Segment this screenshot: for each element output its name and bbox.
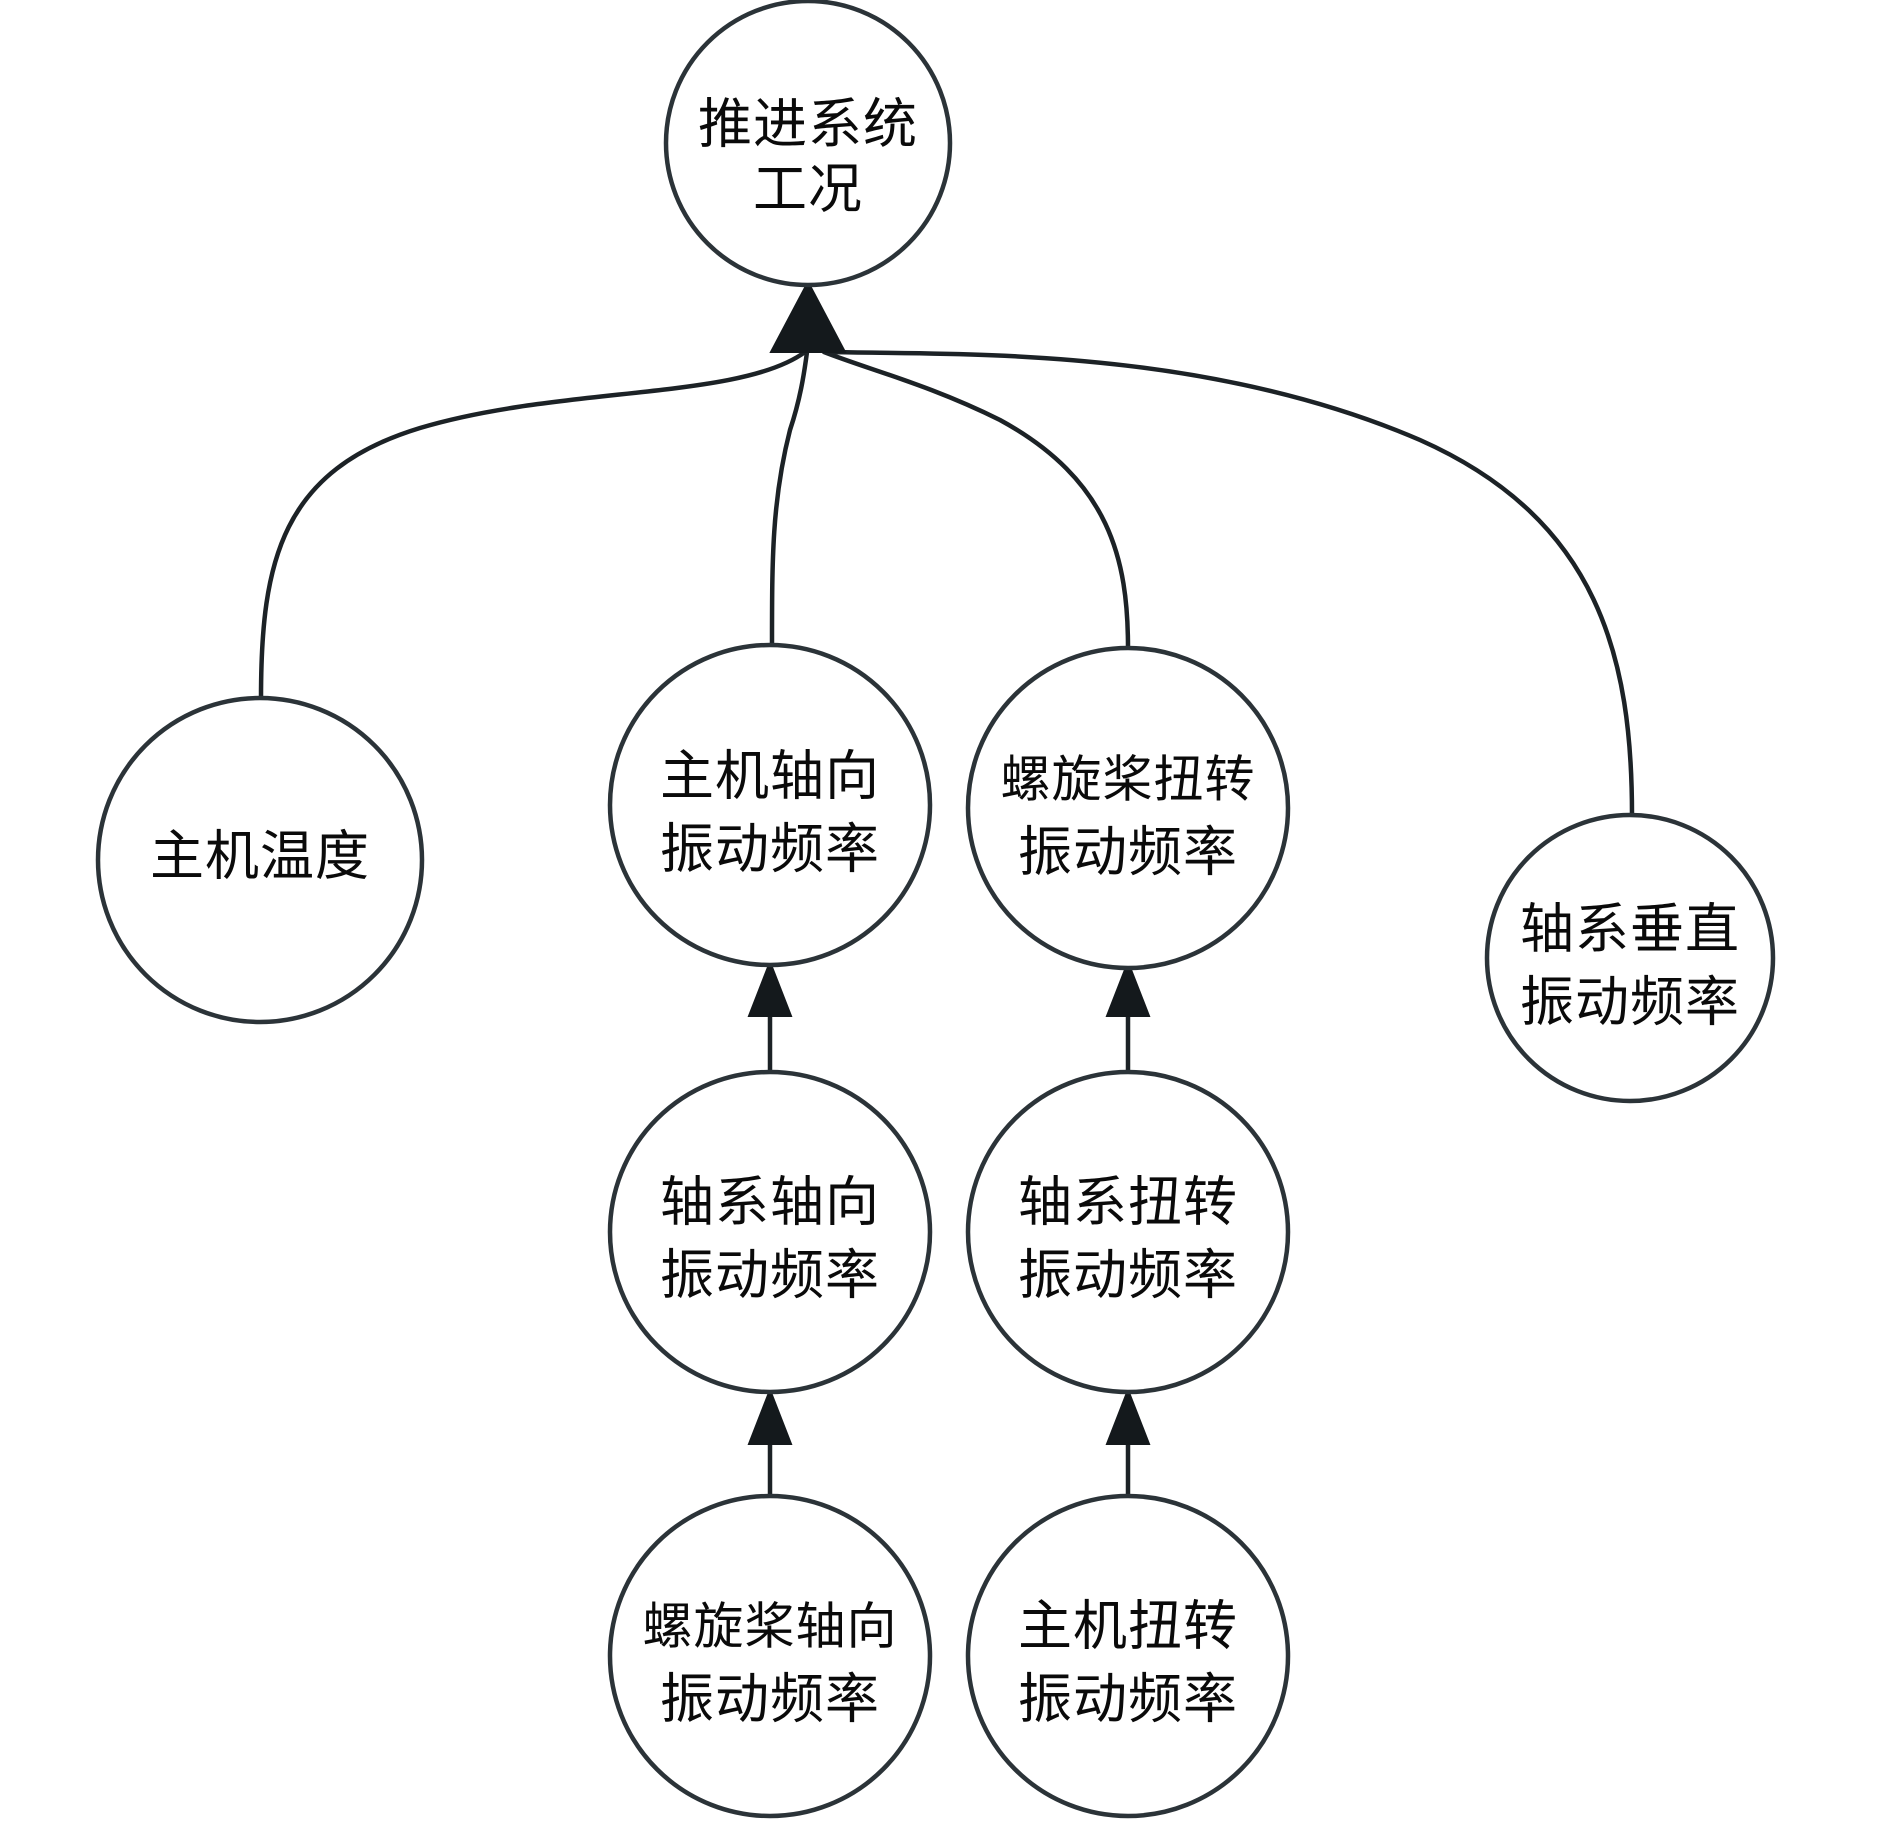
- node-shafting-torsional-vibration-frequency[interactable]: 轴系扭转 振动频率: [965, 1069, 1291, 1395]
- node-shafting-axial-vibration-frequency-circle[interactable]: [607, 1069, 933, 1395]
- node-shafting-axial-vibration-frequency-label-line2: 振动频率: [660, 1245, 880, 1305]
- node-main-engine-torsional-vibration-frequency-label-line2: 振动频率: [1018, 1669, 1238, 1729]
- node-propeller-axial-vibration-frequency-label-line1: 螺旋桨轴向: [643, 1598, 898, 1654]
- node-shafting-axial-vibration-frequency-label-line1: 轴系轴向: [660, 1172, 880, 1232]
- node-main-engine-temperature[interactable]: 主机温度: [95, 695, 425, 1025]
- arrowhead-shafting-axial: [747, 1387, 793, 1445]
- node-propeller-torsional-vibration-frequency-circle[interactable]: [965, 645, 1291, 971]
- node-root-circle[interactable]: [663, 0, 953, 288]
- node-main-engine-temperature-circle[interactable]: [95, 695, 425, 1025]
- edge-propeller-torsional-to-root: [821, 349, 1131, 651]
- node-main-engine-torsional-vibration-frequency-label-line1: 主机扭转: [1018, 1596, 1238, 1656]
- node-main-engine-axial-vibration-frequency[interactable]: 主机轴向 振动频率: [607, 642, 933, 968]
- node-main-engine-torsional-vibration-frequency[interactable]: 主机扭转 振动频率: [965, 1493, 1291, 1819]
- node-propeller-torsional-vibration-frequency-label-line2: 振动频率: [1018, 822, 1238, 882]
- node-main-engine-temperature-label: 主机温度: [150, 826, 370, 886]
- node-propeller-axial-vibration-frequency-label-line2: 振动频率: [660, 1669, 880, 1729]
- node-main-engine-axial-vibration-frequency-circle[interactable]: [607, 642, 933, 968]
- node-layer: 推进系统 工况 主机温度 主机轴向 振动频率 螺旋桨扭转 振动频率: [95, 0, 1776, 1819]
- node-shafting-vertical-vibration-frequency-label-line1: 轴系垂直: [1520, 899, 1740, 959]
- node-main-engine-axial-vibration-frequency-label-line1: 主机轴向: [660, 746, 880, 806]
- node-shafting-torsional-vibration-frequency-circle[interactable]: [965, 1069, 1291, 1395]
- node-propeller-torsional-vibration-frequency[interactable]: 螺旋桨扭转 振动频率: [965, 645, 1291, 971]
- arrowhead-shafting-torsional: [1105, 1387, 1151, 1445]
- node-main-engine-axial-vibration-frequency-label-line2: 振动频率: [660, 819, 880, 879]
- node-root-label-line1: 推进系统: [698, 94, 918, 154]
- arrowhead-main-engine-axial: [747, 959, 793, 1017]
- node-main-engine-torsional-vibration-frequency-circle[interactable]: [965, 1493, 1291, 1819]
- node-propeller-axial-vibration-frequency-circle[interactable]: [607, 1493, 933, 1819]
- edge-main-engine-axial-to-root: [769, 349, 810, 648]
- node-shafting-axial-vibration-frequency[interactable]: 轴系轴向 振动频率: [607, 1069, 933, 1395]
- node-shafting-torsional-vibration-frequency-label-line1: 轴系扭转: [1018, 1172, 1238, 1232]
- arrowhead-propeller-torsional: [1105, 959, 1151, 1017]
- edge-shafting-vertical-to-root: [829, 349, 1635, 818]
- node-shafting-vertical-vibration-frequency[interactable]: 轴系垂直 振动频率: [1484, 812, 1776, 1104]
- node-root-label-line2: 工况: [753, 159, 863, 219]
- node-shafting-vertical-vibration-frequency-label-line2: 振动频率: [1520, 972, 1740, 1032]
- arrowhead-into-root: [769, 279, 847, 353]
- node-shafting-torsional-vibration-frequency-label-line2: 振动频率: [1018, 1245, 1238, 1305]
- node-propeller-torsional-vibration-frequency-label-line1: 螺旋桨扭转: [1001, 751, 1256, 807]
- edge-layer: [258, 279, 1635, 1499]
- node-shafting-vertical-vibration-frequency-circle[interactable]: [1484, 812, 1776, 1104]
- node-propeller-axial-vibration-frequency[interactable]: 螺旋桨轴向 振动频率: [607, 1493, 933, 1819]
- edge-main-engine-temperature-to-root: [258, 349, 808, 701]
- node-root[interactable]: 推进系统 工况: [663, 0, 953, 288]
